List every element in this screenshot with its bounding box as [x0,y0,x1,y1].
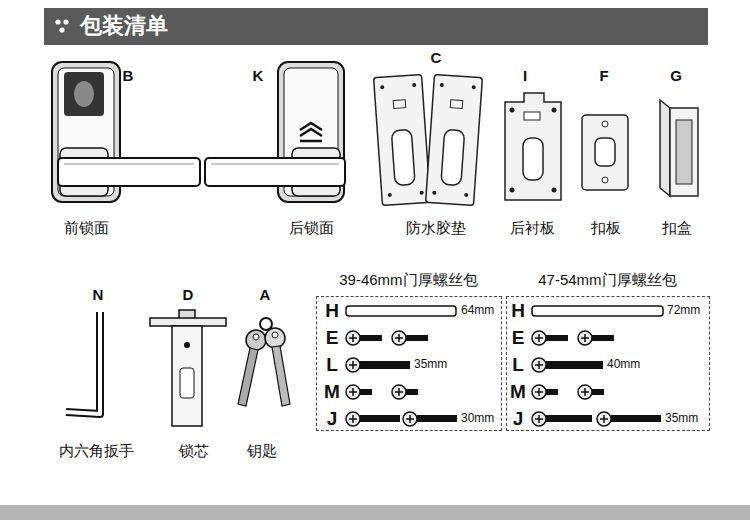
part-name: 前锁面 [64,220,109,237]
pack-heading: 47-54mm门厚螺丝包 [538,272,676,289]
waterproof-gasket [374,74,483,205]
part-name: 后锁面 [289,220,334,237]
part-letter: N [93,287,104,304]
pack-heading: 39-46mm门厚螺丝包 [339,272,477,289]
part-name: 锁芯 [179,443,209,460]
hex-wrench [66,312,100,414]
dimension: 35mm [414,358,447,371]
screw-letter: H [325,301,339,322]
screw-letter: M [510,382,526,403]
back-plate [505,93,561,200]
screw-letter: L [326,355,338,376]
part-letter: F [599,68,608,85]
part-name: 后衬板 [510,220,555,237]
page-title: 包装清单 [80,14,168,38]
dimension: 64mm [461,304,494,317]
back-lock [205,62,345,202]
part-letter: B [123,68,134,85]
strike-box [660,100,698,196]
part-name: 扣板 [591,220,621,237]
part-letter: I [523,68,527,85]
screw-pack [346,306,457,426]
screw-letter: J [327,409,338,430]
screw-letter: J [513,409,524,430]
screw-letter: L [512,355,524,376]
part-letter: A [260,287,271,304]
screw-pack [532,306,663,426]
dimension: 35mm [665,412,698,425]
strike-plate [582,115,628,190]
part-letter: G [670,68,682,85]
screw-letter: M [324,382,340,403]
latch [150,310,226,426]
footer-band [0,505,750,520]
part-name: 钥匙 [247,443,277,460]
screw-letter: E [512,328,525,349]
part-name: 内六角扳手 [59,443,134,460]
part-letter: K [253,68,264,85]
dimension: 30mm [461,412,494,425]
part-letter: C [431,50,442,67]
header-band [44,8,708,45]
keys [238,318,290,406]
part-name: 防水胶垫 [406,220,466,237]
front-lock [52,62,200,202]
dimension: 72mm [667,304,700,317]
screw-letter: H [511,301,525,322]
part-letter: D [183,287,194,304]
part-name: 扣盒 [662,220,692,237]
dimension: 40mm [607,358,640,371]
screw-letter: E [326,328,339,349]
